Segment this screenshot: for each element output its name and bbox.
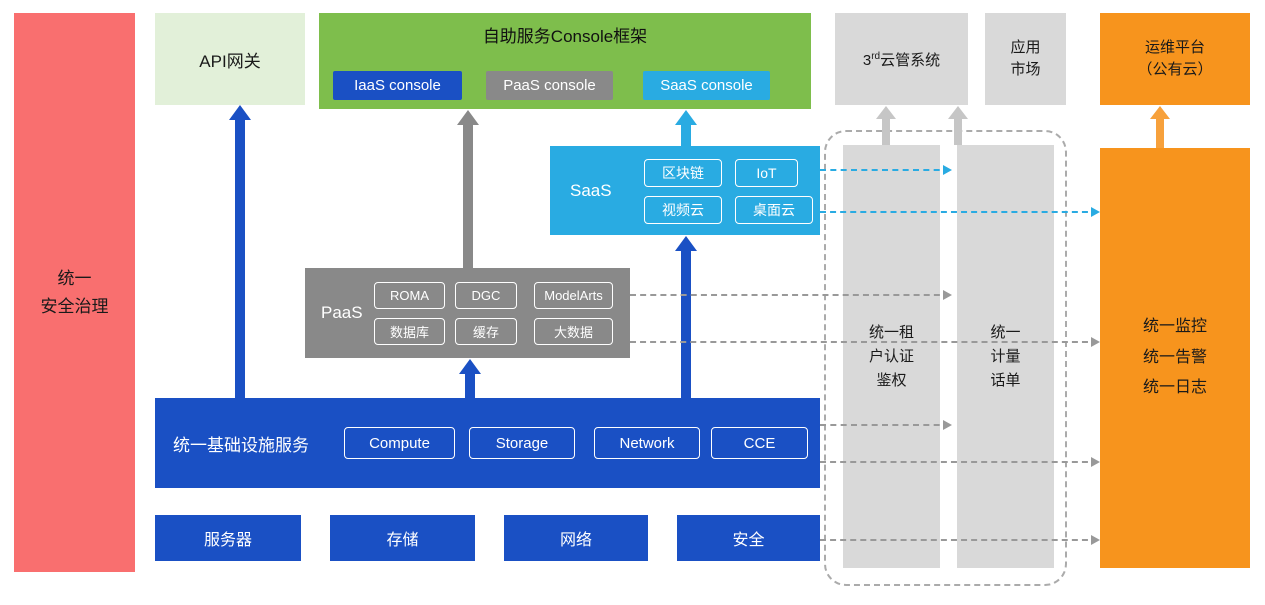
arrow-head [876, 106, 896, 119]
infra-item-network: Network [594, 427, 700, 459]
dashed-paas-to-auth [630, 290, 952, 300]
saas-item-iot: IoT [735, 159, 798, 187]
arrow-shaft [882, 119, 890, 145]
arrow-shaft [954, 119, 962, 145]
paas-item-cache: 缓存 [455, 318, 517, 345]
arrow-metering-to-third-party [948, 106, 968, 145]
paas-item-modelarts: ModelArts [534, 282, 613, 309]
third-party-label: 3rd云管系统 [862, 50, 941, 69]
hw-server-box: 服务器 [155, 515, 301, 561]
metering-bar: 统一 计量 话单 [957, 145, 1054, 568]
arrow-infra-to-saas [675, 236, 697, 398]
arrow-head [1150, 106, 1170, 119]
arrow-shaft [681, 125, 691, 146]
dashed-paas-to-monitor [630, 337, 1100, 347]
arrow-shaft [235, 120, 245, 398]
app-market-box: 应用 市场 [985, 13, 1066, 105]
security-governance-bar: 统一 安全治理 [14, 13, 135, 572]
paas-item-database: 数据库 [374, 318, 445, 345]
arrow-shaft [681, 251, 691, 398]
arrow-head [675, 236, 697, 251]
third-party-cloud-mgmt-box: 3rd云管系统 [835, 13, 968, 105]
arrow-auth-to-third-party [876, 106, 896, 145]
api-gateway-box: API网关 [155, 13, 305, 105]
dashed-hardware-to-monitor [820, 535, 1100, 545]
infrastructure-box: 统一基础设施服务 Compute Storage Network CCE [155, 398, 820, 488]
arrow-head [457, 110, 479, 125]
tenant-auth-bar: 统一租 户认证 鉴权 [843, 145, 940, 568]
dashed-infra-to-monitor [820, 457, 1100, 467]
arrow-paas-to-console [457, 110, 479, 268]
dashed-saas-to-monitor [820, 207, 1100, 217]
arrowhead-icon [943, 165, 952, 175]
console-framework-title: 自助服务Console框架 [482, 27, 648, 46]
hw-storage-box: 存储 [330, 515, 475, 561]
infra-item-storage: Storage [469, 427, 575, 459]
arrow-head [459, 359, 481, 374]
saas-box: SaaS 区块链 IoT 视频云 桌面云 [550, 146, 820, 235]
third-party-superscript: rd [871, 50, 881, 62]
arrow-head [229, 105, 251, 120]
arrowhead-icon [943, 290, 952, 300]
paas-label: PaaS [321, 303, 363, 322]
arrowhead-icon [1091, 535, 1100, 545]
paas-item-dgc: DGC [455, 282, 517, 309]
arrowhead-icon [1091, 457, 1100, 467]
arrow-saas-to-console [675, 110, 697, 146]
arrow-shaft [465, 374, 475, 398]
saas-item-blockchain: 区块链 [644, 159, 722, 187]
saas-item-desktop-cloud: 桌面云 [735, 196, 813, 224]
hw-security-box: 安全 [677, 515, 820, 561]
infrastructure-label: 统一基础设施服务 [173, 435, 309, 455]
paas-box: PaaS ROMA DGC ModelArts 数据库 缓存 大数据 [305, 268, 630, 358]
arrow-infra-to-api-gateway [229, 105, 251, 398]
saas-console-chip: SaaS console [643, 71, 770, 100]
saas-label: SaaS [570, 180, 612, 200]
dashed-infra-to-auth [820, 420, 952, 430]
console-framework-box: 自助服务Console框架 IaaS console PaaS console … [319, 13, 811, 109]
arrowhead-icon [1091, 207, 1100, 217]
hw-network-box: 网络 [504, 515, 648, 561]
monitoring-bar: 统一监控 统一告警 统一日志 [1100, 148, 1250, 568]
arrow-shaft [463, 125, 473, 268]
paas-console-chip: PaaS console [486, 71, 613, 100]
iaas-console-chip: IaaS console [333, 71, 462, 100]
dashed-saas-to-auth [820, 165, 952, 175]
saas-item-video-cloud: 视频云 [644, 196, 722, 224]
arrowhead-icon [943, 420, 952, 430]
infra-item-compute: Compute [344, 427, 455, 459]
arrow-head [675, 110, 697, 125]
infra-item-cce: CCE [711, 427, 808, 459]
arrow-infra-to-paas [459, 359, 481, 398]
paas-item-roma: ROMA [374, 282, 445, 309]
paas-item-bigdata: 大数据 [534, 318, 613, 345]
arrow-shaft [1156, 119, 1164, 148]
arrowhead-icon [1091, 337, 1100, 347]
arrow-head [948, 106, 968, 119]
om-platform-box: 运维平台 （公有云） [1100, 13, 1250, 105]
arrow-monitor-to-om-platform [1150, 106, 1170, 148]
shared-services-dashed-container [824, 130, 1067, 586]
